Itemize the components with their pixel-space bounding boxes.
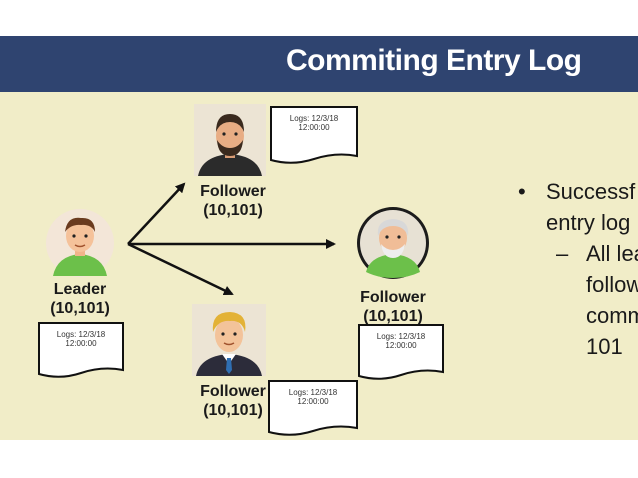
follower-bottom-log-text: Logs: 12/3/18 12:00:00 <box>288 388 338 406</box>
leader-log-text: Logs: 12/3/18 12:00:00 <box>56 330 106 348</box>
follower-bottom-role: Follower <box>200 383 266 400</box>
bullet-level2-line3: comm <box>586 303 638 328</box>
follower-top-log-document: Logs: 12/3/18 12:00:00 <box>270 106 358 166</box>
follower-top-label: Follower (10,101) <box>188 182 278 220</box>
arrow-to-follower-top <box>127 182 186 245</box>
follower-top-role: Follower <box>200 183 266 200</box>
follower-bottom-label: Follower (10,101) <box>188 382 278 420</box>
bullet-level1-line1: Successf <box>546 179 636 204</box>
bullet-level2-line1: All lea <box>586 241 638 266</box>
follower-top-avatar-icon <box>194 104 266 176</box>
leader-role: Leader <box>53 281 107 298</box>
bullet-level1: • Successf entry log <box>512 176 638 238</box>
follower-top-log-text: Logs: 12/3/18 12:00:00 <box>289 114 339 132</box>
bullet-dash: – <box>556 241 569 266</box>
bullet-dot: • <box>518 179 526 204</box>
follower-bottom-log-document: Logs: 12/3/18 12:00:00 <box>268 380 358 438</box>
bullet-list: • Successf entry log – All lea follow co… <box>512 176 638 362</box>
leader-label: Leader (10,101) <box>40 280 120 318</box>
leader-avatar-icon <box>46 209 114 277</box>
title-bar: Commiting Entry Log <box>0 36 638 92</box>
follower-right-log-document: Logs: 12/3/18 12:00:00 <box>358 324 444 382</box>
follower-right-log-text: Logs: 12/3/18 12:00:00 <box>376 332 426 350</box>
follower-bottom-avatar-icon <box>192 304 266 376</box>
leader-log-document: Logs: 12/3/18 12:00:00 <box>38 322 124 380</box>
follower-right-avatar-icon <box>357 207 429 279</box>
leader-value: (10,101) <box>50 300 110 317</box>
follower-bottom-value: (10,101) <box>203 402 263 419</box>
follower-top-value: (10,101) <box>203 202 263 219</box>
bullet-level1-line2: entry log <box>546 210 631 235</box>
arrow-to-follower-bottom <box>127 242 234 296</box>
slide: Commiting Entry Log <box>0 36 638 440</box>
bullet-level2-line4: 101 <box>586 334 623 359</box>
bullet-level2-line2: follow <box>586 272 638 297</box>
slide-title: Commiting Entry Log <box>286 44 582 77</box>
bullet-level2: – All lea follow comm 101 <box>512 238 638 362</box>
follower-right-label: Follower (10,101) <box>348 288 438 326</box>
arrows <box>127 182 336 296</box>
follower-right-role: Follower <box>360 289 426 306</box>
follower-right-value: (10,101) <box>363 308 423 325</box>
